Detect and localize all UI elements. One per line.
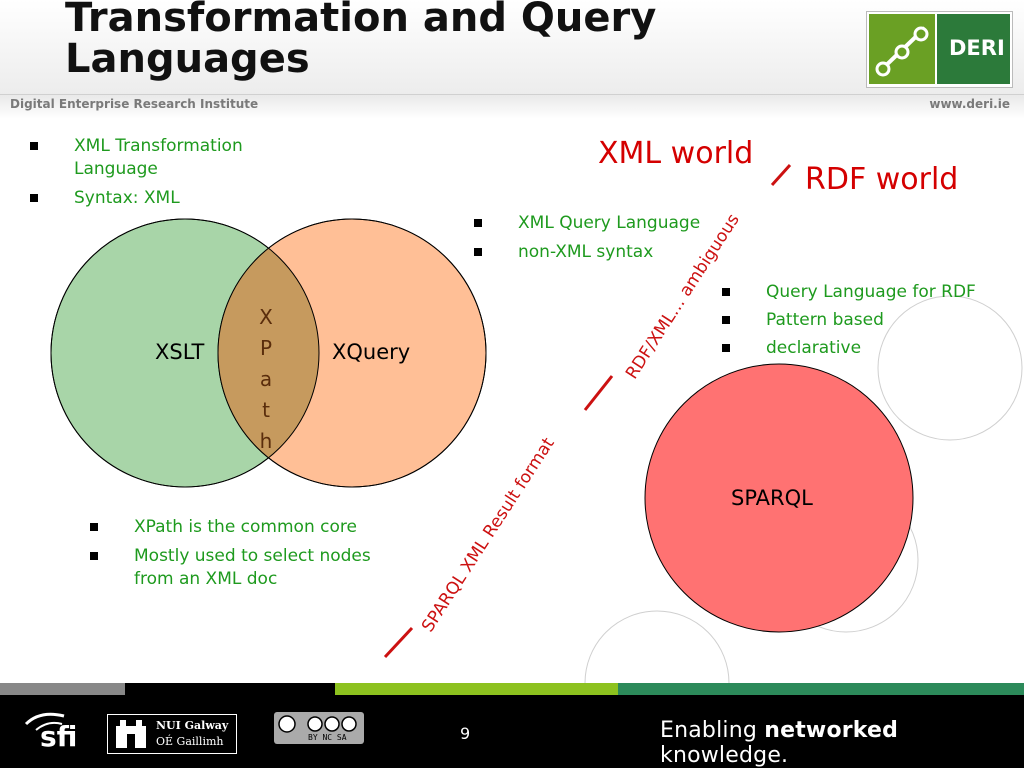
- xslt-bullet-list: XML Transformation Language Syntax: XML: [30, 135, 320, 216]
- xpath-letter: X: [259, 305, 273, 329]
- venn-diagram: [50, 218, 914, 633]
- xpath-letter: P: [259, 336, 273, 360]
- list-item: Mostly used to select nodes from an XML …: [90, 545, 390, 591]
- xquery-bullet-list: XML Query Language non-XML syntax: [474, 212, 764, 270]
- bullet-icon: [722, 288, 730, 296]
- slide-footer: [0, 695, 1024, 768]
- page-number: 9: [460, 724, 471, 743]
- sparql-bullet-list: Query Language for RDF Pattern based dec…: [722, 281, 1017, 365]
- xslt-label: XSLT: [155, 340, 205, 364]
- sfi-swoosh-icon: [24, 712, 65, 731]
- list-item: Query Language for RDF: [722, 281, 1017, 304]
- bullet-icon: [90, 552, 98, 560]
- nui-line1: NUI Galway: [156, 719, 229, 732]
- header-bar: [0, 94, 1024, 119]
- logo-graphic: [869, 14, 935, 84]
- slide-title: Transformation and Query Languages: [65, 0, 657, 82]
- logo-text: DERI: [949, 36, 1005, 60]
- sfi-logo: sfi: [18, 706, 86, 756]
- list-item: XML Transformation Language: [30, 135, 320, 181]
- world-divider: [383, 163, 792, 659]
- tagline: Enabling networked knowledge.: [660, 718, 899, 768]
- footer-stripe: [0, 683, 1024, 695]
- molecule-icon: [875, 26, 929, 77]
- xpath-letter: h: [259, 429, 273, 453]
- xpath-letter: a: [259, 367, 273, 391]
- nui-galway-logo: NUI Galway OÉ Gaillimh: [107, 714, 237, 754]
- institute-name: Digital Enterprise Research Institute: [10, 97, 259, 111]
- nui-line2: OÉ Gaillimh: [156, 735, 224, 748]
- rdf-world-label: RDF world: [805, 162, 959, 197]
- cc-text: BY NC SA: [308, 733, 347, 742]
- castle-icon: [116, 720, 146, 748]
- xpath-letter: t: [262, 398, 270, 422]
- bullet-icon: [474, 219, 482, 227]
- cc-license-icon: [278, 715, 357, 733]
- creative-commons-badge: BY NC SA: [274, 712, 364, 744]
- list-item: declarative: [722, 337, 1017, 360]
- bullet-icon: [722, 316, 730, 324]
- bullet-icon: [90, 523, 98, 531]
- deri-logo: DERI: [866, 11, 1013, 88]
- bullet-icon: [30, 194, 38, 202]
- xpath-bullet-list: XPath is the common core Mostly used to …: [90, 516, 390, 597]
- bullet-icon: [474, 248, 482, 256]
- sparql-circle: [644, 363, 914, 633]
- sparql-label: SPARQL: [731, 486, 813, 510]
- list-item: Pattern based: [722, 309, 1017, 332]
- bullet-icon: [30, 142, 38, 150]
- xml-world-label: XML world: [598, 136, 754, 171]
- list-item: non-XML syntax: [474, 241, 764, 264]
- xquery-label: XQuery: [332, 340, 411, 364]
- website-link[interactable]: www.deri.ie: [929, 97, 1010, 111]
- list-item: XPath is the common core: [90, 516, 390, 539]
- list-item: XML Query Language: [474, 212, 764, 235]
- xpath-label: X P a t h: [258, 302, 274, 457]
- sfi-text: sfi: [40, 720, 78, 753]
- list-item: Syntax: XML: [30, 187, 320, 210]
- logo-text-panel: [937, 14, 1010, 84]
- bullet-icon: [722, 344, 730, 352]
- slide-header: [0, 0, 1024, 96]
- xpath-overlap: [218, 219, 319, 487]
